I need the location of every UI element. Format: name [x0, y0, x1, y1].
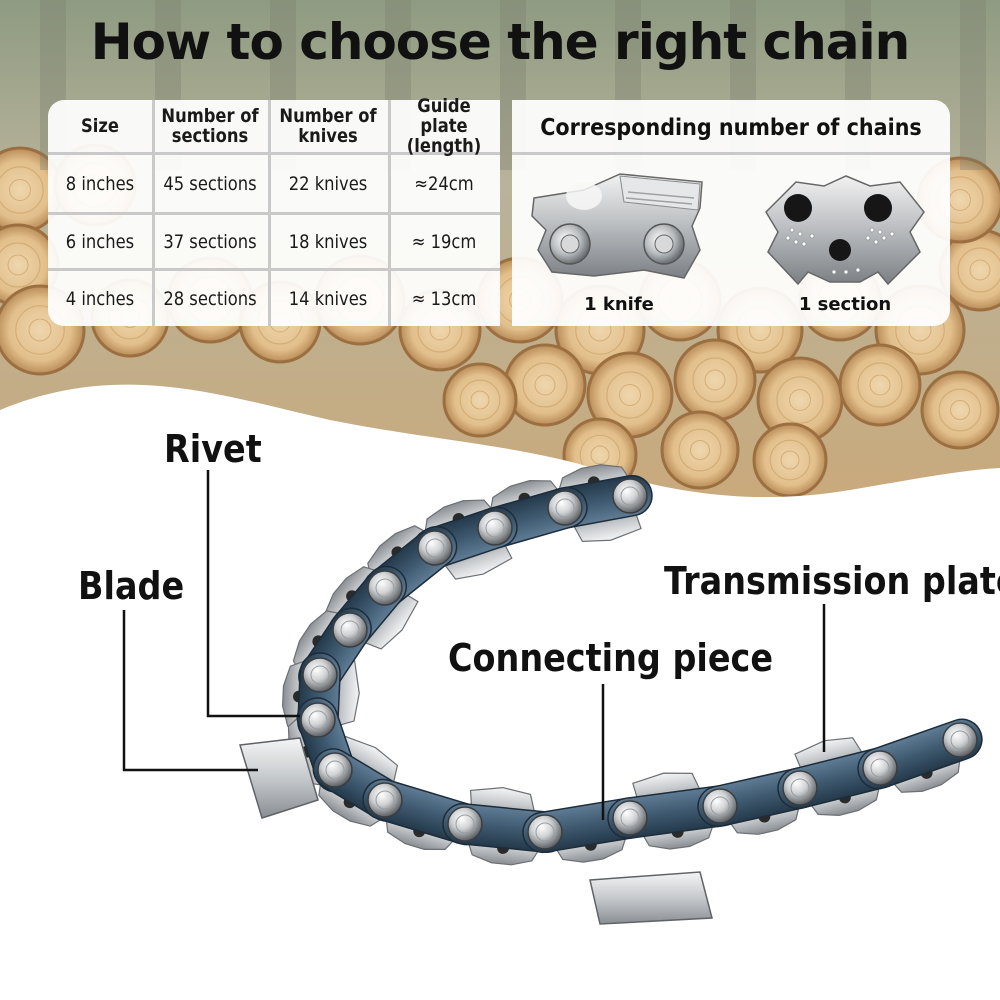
chain-rivet: [300, 702, 336, 738]
chain-rivet: [367, 570, 403, 606]
chain-blade: [239, 737, 319, 819]
chain-rivet: [942, 722, 978, 758]
table-divider: [48, 268, 500, 271]
table-divider: [48, 152, 500, 155]
table-cell: 28 sections: [163, 287, 257, 310]
table-cell: 14 knives: [288, 287, 368, 310]
connecting-piece-callout: Connecting piece: [448, 636, 774, 680]
chain-rivet: [527, 814, 563, 850]
knife-label: 1 knife: [584, 294, 654, 315]
chain-rivet: [702, 788, 738, 824]
transmission-plate-callout: Transmission plate: [664, 559, 1000, 603]
table-cell: 4 inches: [65, 287, 135, 310]
table-cell: 8 inches: [65, 172, 135, 195]
chain-spec-table: Size Number of sections Number of knives…: [48, 95, 500, 326]
panel-title: Corresponding number of chains: [540, 115, 922, 141]
chain-rivet: [612, 478, 648, 514]
table-cell: 18 knives: [288, 230, 368, 253]
chain-rivet: [547, 490, 583, 526]
blade-callout: Blade: [78, 564, 185, 608]
log-end: [752, 422, 828, 498]
chain-rivet: [417, 530, 453, 566]
log-end: [920, 370, 1000, 450]
table-cell: ≈ 19cm: [411, 230, 477, 253]
log-end: [586, 351, 674, 439]
table-divider: [48, 212, 500, 215]
table-cell: 6 inches: [65, 230, 135, 253]
tree-trunk: [960, 0, 986, 170]
table-cell: ≈ 13cm: [411, 287, 477, 310]
table-cell: 45 sections: [163, 172, 257, 195]
table-header-guide-plate: Guide plate (length): [406, 95, 482, 157]
chain-parts-panel: Corresponding number of chains: [512, 100, 950, 326]
table-cell: ≈24cm: [414, 172, 474, 195]
table-header-knives: Number of knives: [279, 105, 377, 147]
chain-rivet: [332, 612, 368, 648]
chain-rivet: [612, 800, 648, 836]
chain-rivet: [317, 752, 353, 788]
chain-rivet: [862, 750, 898, 786]
page-title: How to choose the right chain: [90, 13, 911, 71]
log-end: [660, 410, 740, 490]
chain-blade: [589, 871, 713, 925]
chain-rivet: [782, 770, 818, 806]
chain-rivet: [367, 782, 403, 818]
table-cell: 37 sections: [163, 230, 257, 253]
table-header-sections: Number of sections: [161, 105, 259, 147]
knife-link-image: [531, 173, 703, 279]
panel-divider: [512, 152, 950, 155]
chain-rivet: [302, 657, 338, 693]
table-header-size: Size: [81, 115, 119, 137]
rivet-callout: Rivet: [164, 427, 262, 471]
section-link-image: [765, 175, 925, 286]
chain-rivet: [477, 510, 513, 546]
log-end: [838, 343, 922, 427]
chain-rivet: [447, 806, 483, 842]
section-label: 1 section: [798, 294, 892, 315]
table-cell: 22 knives: [288, 172, 368, 195]
log-end: [442, 362, 518, 438]
